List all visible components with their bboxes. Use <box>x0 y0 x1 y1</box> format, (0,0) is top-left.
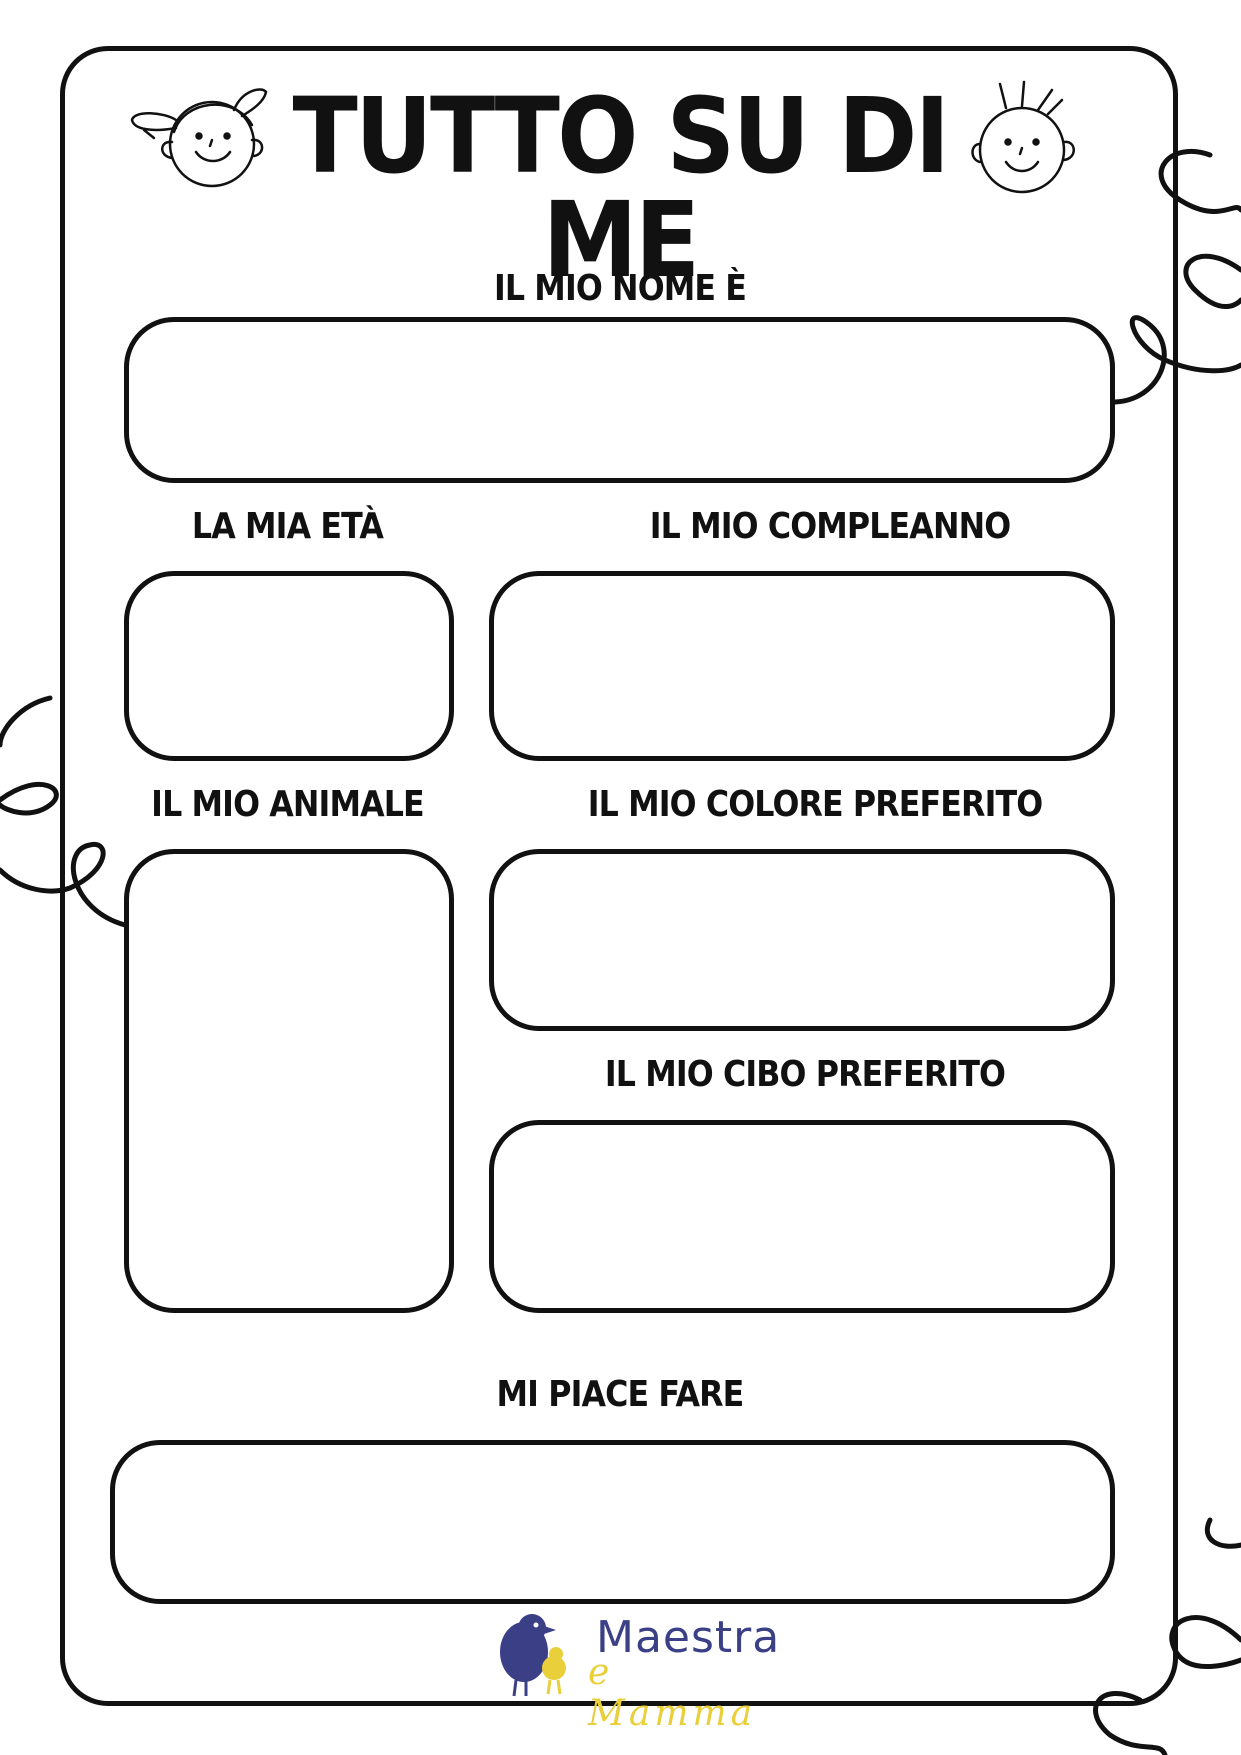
food-box[interactable] <box>489 1120 1115 1313</box>
food-label: IL MIO CIBO PREFERITO <box>604 1054 1006 1095</box>
boy-face-icon <box>971 80 1075 194</box>
page-frame <box>60 46 1178 1706</box>
birthday-label: IL MIO COMPLEANNO <box>649 506 1011 547</box>
bird-logo-icon <box>500 1614 566 1697</box>
girl-face-icon <box>130 88 268 188</box>
age-label: LA MIA ETÀ <box>191 506 384 547</box>
animal-label: IL MIO ANIMALE <box>151 784 425 825</box>
hobby-label: MI PIACE FARE <box>496 1374 745 1415</box>
color-label: IL MIO COLORE PREFERITO <box>587 784 1043 825</box>
page-title: TUTTO SU DI ME <box>292 75 951 301</box>
brand-logo: Maestra e Mamma <box>492 1610 792 1734</box>
name-label: IL MIO NOME È <box>493 268 747 309</box>
hobby-box[interactable] <box>110 1440 1115 1604</box>
logo-text-main: Maestra <box>596 1612 781 1663</box>
birthday-box[interactable] <box>489 571 1115 761</box>
logo-text-sub: e Mamma <box>588 1652 757 1734</box>
animal-box[interactable] <box>124 849 454 1313</box>
name-box[interactable] <box>124 317 1115 483</box>
age-box[interactable] <box>124 571 454 761</box>
color-box[interactable] <box>489 849 1115 1031</box>
